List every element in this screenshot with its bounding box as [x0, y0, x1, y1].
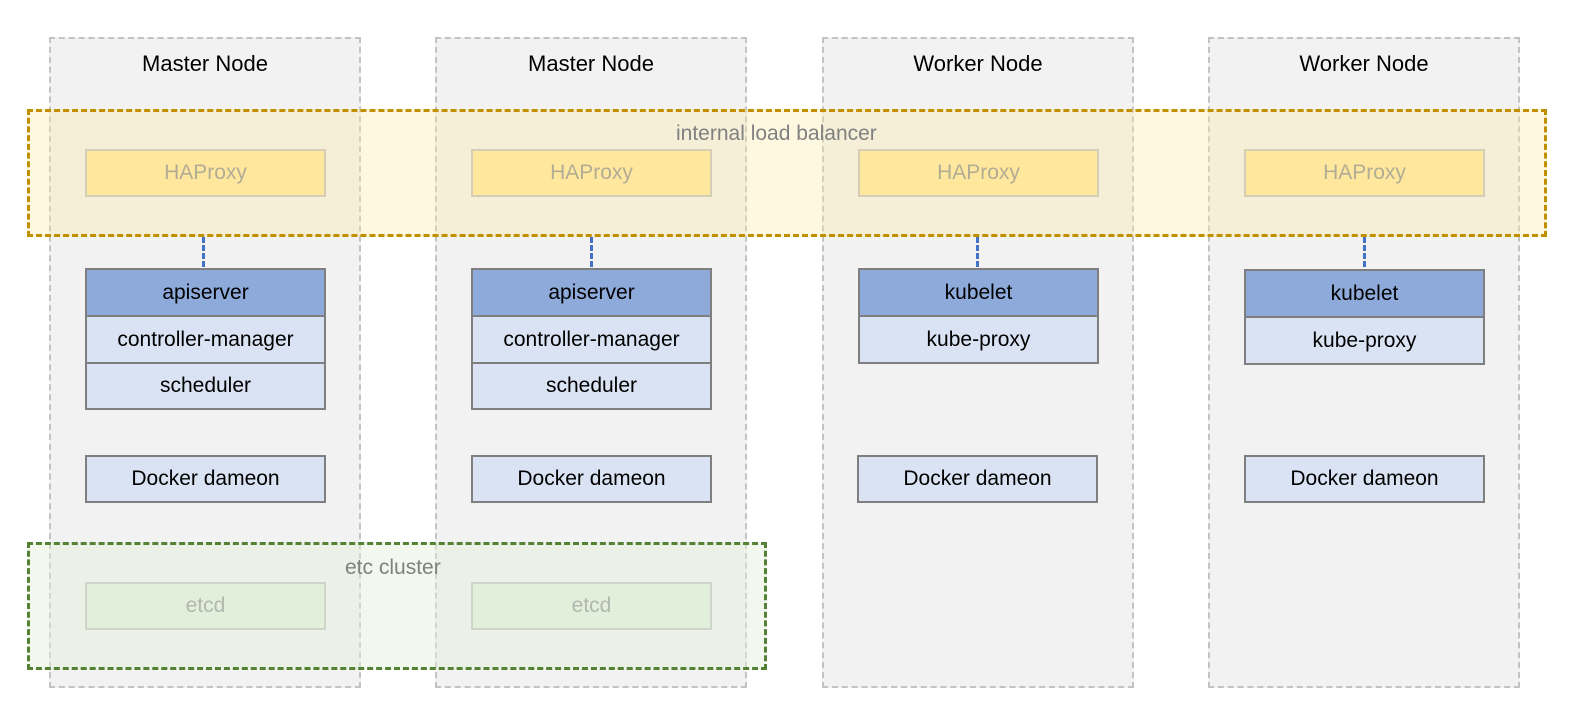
- component-kubelet: kubelet: [1244, 269, 1485, 318]
- docker-daemon-box: Docker dameon: [471, 455, 712, 503]
- node-title: Worker Node: [913, 51, 1043, 76]
- component-apiserver: apiserver: [85, 268, 326, 317]
- internal-load-balancer-zone: [27, 109, 1547, 237]
- haproxy-box: HAProxy: [858, 149, 1099, 197]
- component-kube-proxy: kube-proxy: [1244, 316, 1485, 365]
- etcd-cluster-label: etc cluster: [345, 556, 441, 579]
- component-controller-manager: controller-manager: [471, 315, 712, 364]
- docker-daemon-box: Docker dameon: [857, 455, 1098, 503]
- component-apiserver: apiserver: [471, 268, 712, 317]
- component-kubelet: kubelet: [858, 268, 1099, 317]
- connector-line: [1363, 237, 1366, 267]
- component-scheduler: scheduler: [85, 362, 326, 410]
- node-title: Master Node: [142, 51, 268, 76]
- etcd-box: etcd: [85, 582, 326, 630]
- docker-daemon-box: Docker dameon: [1244, 455, 1485, 503]
- connector-line: [202, 237, 205, 267]
- haproxy-box: HAProxy: [85, 149, 326, 197]
- etcd-cluster-zone: [27, 542, 767, 670]
- component-controller-manager: controller-manager: [85, 315, 326, 364]
- component-scheduler: scheduler: [471, 362, 712, 410]
- connector-line: [590, 237, 593, 267]
- docker-daemon-box: Docker dameon: [85, 455, 326, 503]
- haproxy-box: HAProxy: [471, 149, 712, 197]
- connector-line: [976, 237, 979, 267]
- component-kube-proxy: kube-proxy: [858, 315, 1099, 364]
- node-title: Master Node: [528, 51, 654, 76]
- node-title: Worker Node: [1299, 51, 1429, 76]
- internal-load-balancer-label: internal load balancer: [676, 122, 877, 145]
- haproxy-box: HAProxy: [1244, 149, 1485, 197]
- etcd-box: etcd: [471, 582, 712, 630]
